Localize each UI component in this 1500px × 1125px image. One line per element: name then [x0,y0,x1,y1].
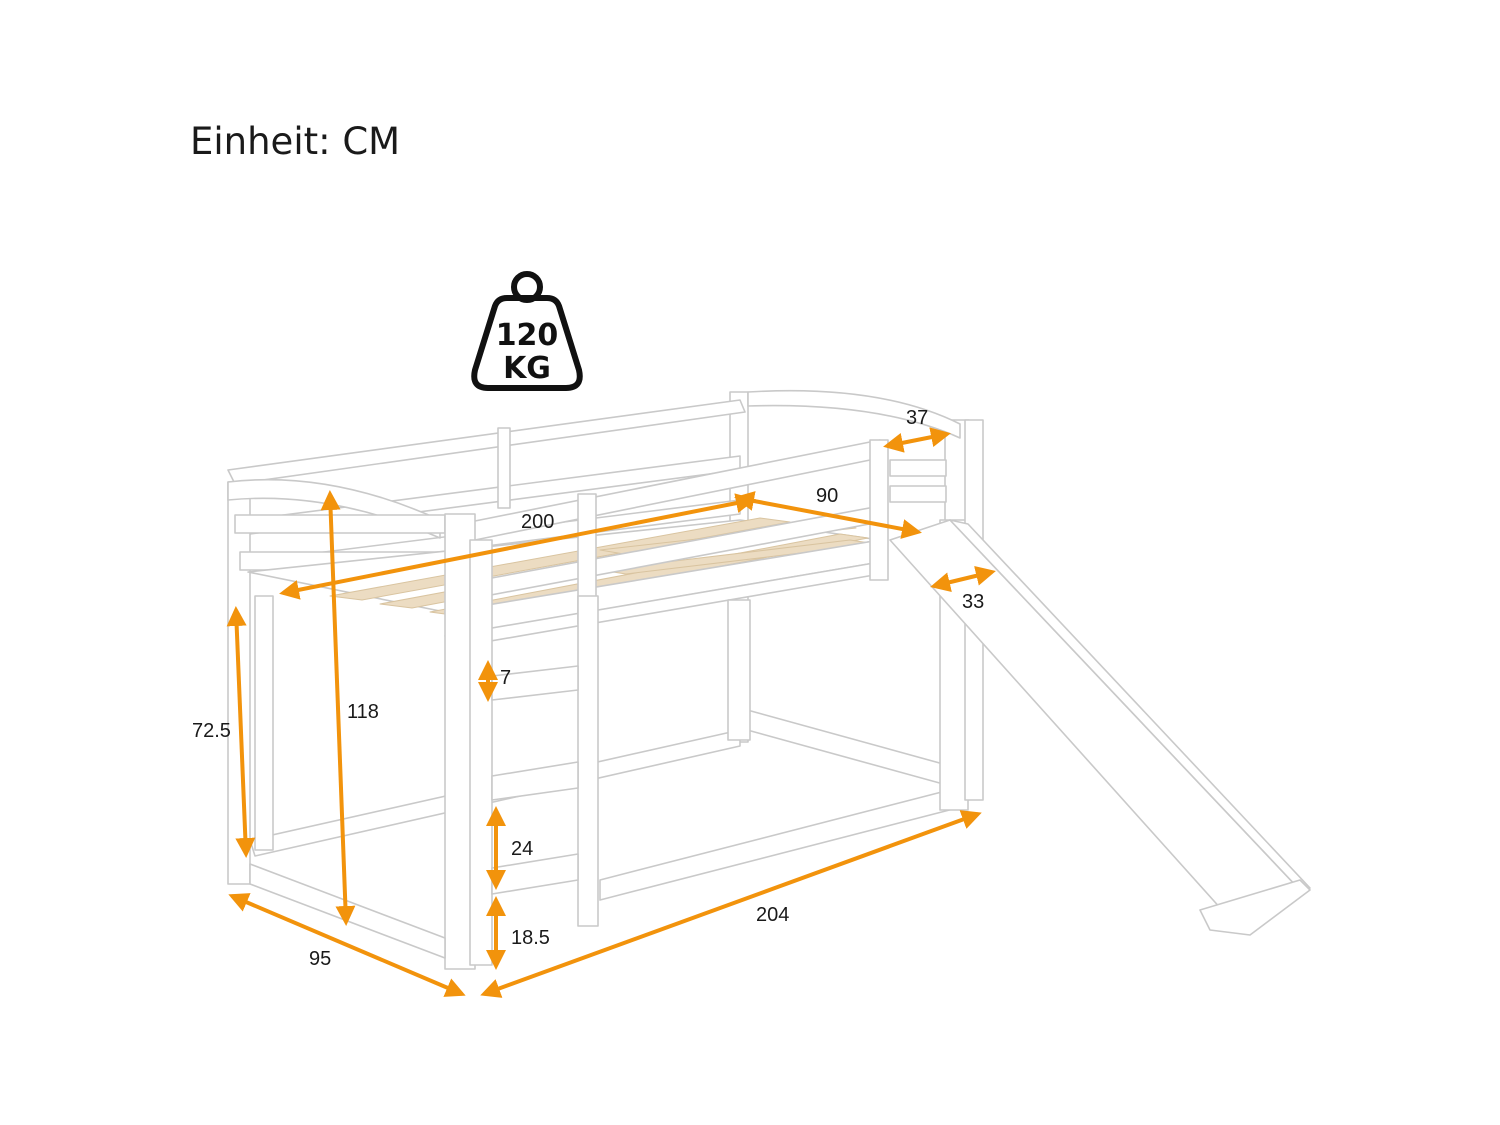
label-step-thickness: 7 [500,667,511,689]
label-mattress-length: 200 [521,511,554,533]
bed-frame [227,389,1311,970]
label-total-height: 118 [347,701,379,723]
weight-unit: KG [503,351,551,386]
label-total-width: 95 [309,948,331,970]
arrow-deck-height [226,606,256,858]
label-total-length: 204 [756,904,789,926]
arrow-total-height [320,490,356,926]
arrow-mattress-length [279,493,756,600]
dimension-labels: 37 90 200 33 7 72.5 118 24 18.5 95 204 [192,407,984,970]
label-bottom-step: 18.5 [511,927,550,949]
weight-value: 120 [496,318,559,353]
weight-icon: 120 KG [471,271,583,391]
label-slide-width: 33 [962,591,984,613]
arrow-mattress-width [734,491,922,539]
unit-title: Einheit: CM [190,120,401,163]
arrow-total-width [228,893,466,997]
label-deck-height: 72.5 [192,720,231,742]
dimension-arrows [226,427,996,998]
arrow-slide-width [930,566,996,592]
label-mattress-width: 90 [816,485,838,507]
arrow-total-length [480,810,982,998]
label-step-spacing: 24 [511,838,533,860]
label-rail-depth: 37 [906,407,928,429]
arrow-rail-depth [883,427,951,453]
